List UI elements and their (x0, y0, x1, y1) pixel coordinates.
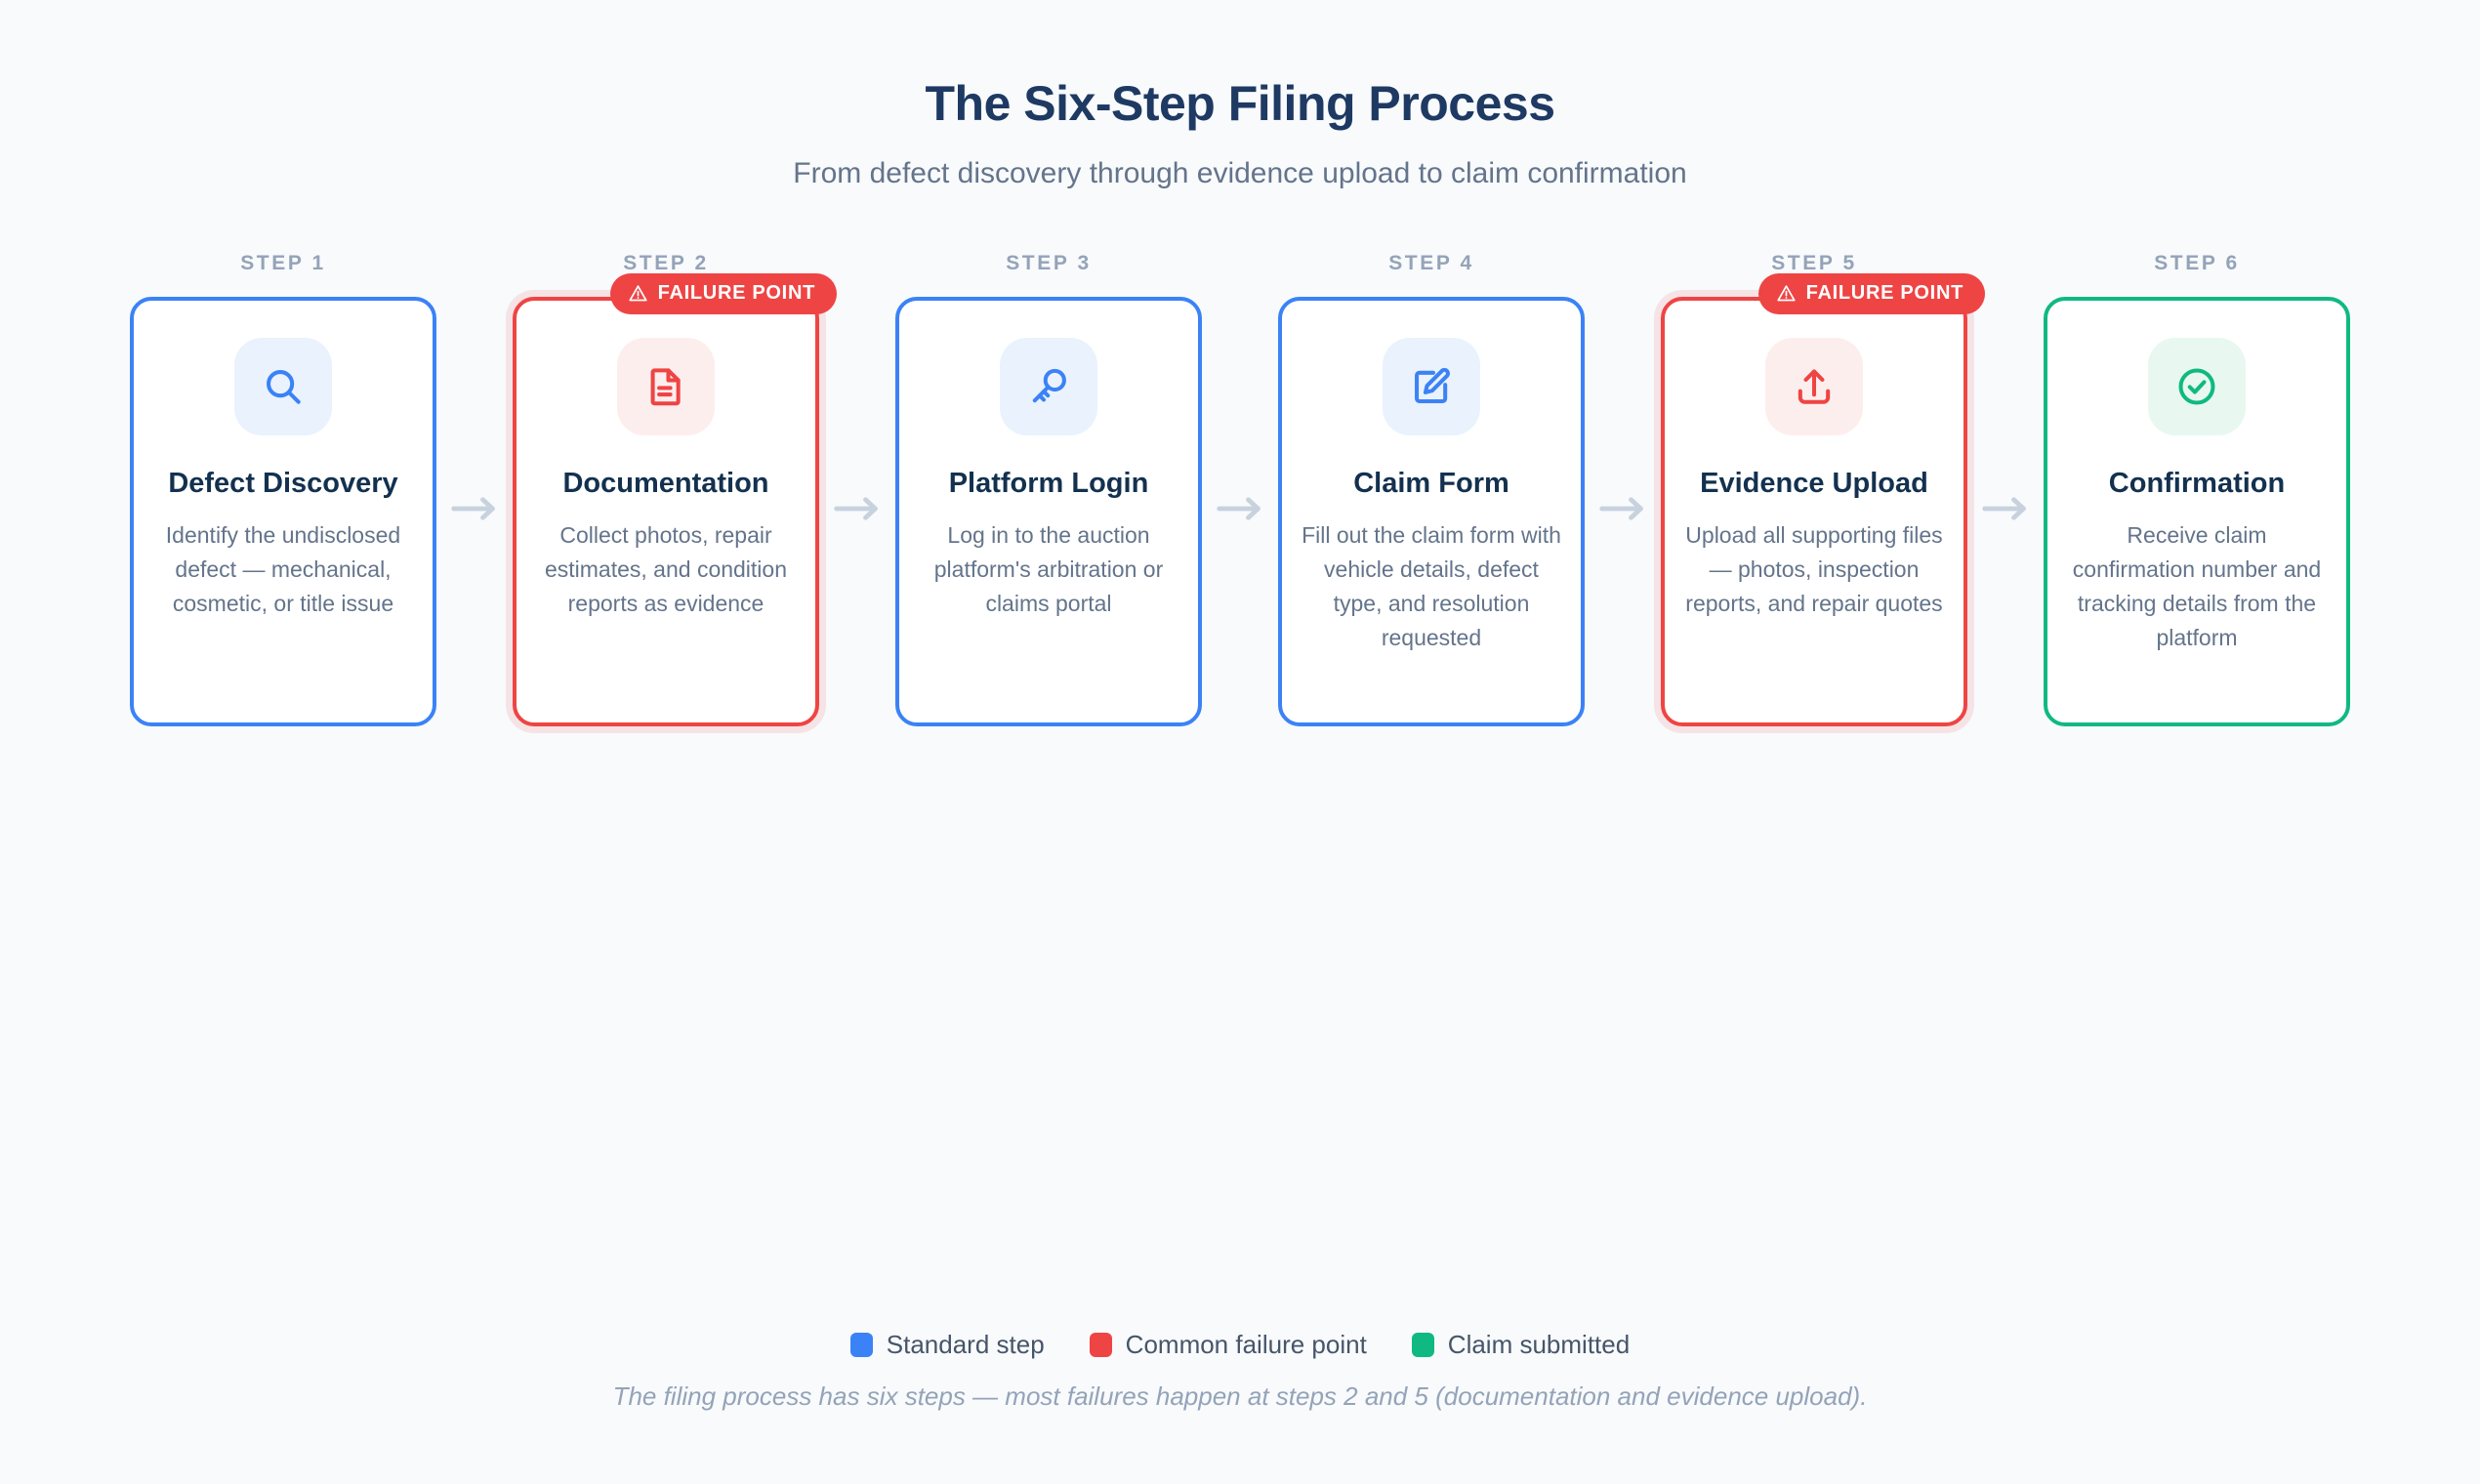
arrow-right-icon (819, 294, 895, 723)
step-number-label: STEP 5 (1771, 252, 1857, 274)
card-title: Confirmation (2108, 468, 2286, 499)
legend: Standard step Common failure point Claim s… (0, 1330, 2480, 1360)
legend-swatch (1411, 1333, 1434, 1357)
arrow-right-icon (1967, 294, 2044, 723)
legend-label: Standard step (886, 1330, 1045, 1359)
page-subtitle: From defect discovery through evidence u… (793, 157, 1687, 189)
arrow-right-icon (1202, 294, 1278, 723)
card-description: Identify the undisclosed defect — mechan… (165, 521, 401, 616)
warning-triangle-icon (1776, 283, 1797, 304)
arrow-right-icon (436, 294, 513, 723)
card-description: Log in to the auction platform's arbitra… (933, 521, 1164, 616)
badge-label: FAILURE POINT (657, 282, 815, 304)
legend-label: Common failure point (1125, 1330, 1367, 1359)
card-description: Fill out the claim form with vehicle det… (1302, 521, 1561, 650)
page-title: The Six-Step Filing Process (925, 76, 1556, 131)
legend-item: Standard step (849, 1330, 1045, 1360)
document-icon (617, 338, 715, 435)
failure-point-badge: FAILURE POINT (609, 273, 837, 314)
check-circle-icon (2148, 338, 2246, 435)
warning-triangle-icon (628, 283, 648, 304)
card-title: Evidence Upload (1700, 468, 1928, 499)
legend-item: Claim submitted (1411, 1330, 1631, 1360)
arrow-right-icon (1585, 294, 1661, 723)
legend-item: Common failure point (1089, 1330, 1367, 1360)
step-number-label: STEP 3 (1006, 252, 1092, 274)
legend-label: Claim submitted (1447, 1330, 1631, 1359)
key-icon (1000, 338, 1097, 435)
card-description: Collect photos, repair estimates, and co… (544, 521, 788, 616)
failure-point-badge: FAILURE POINT (1757, 273, 1985, 314)
upload-icon (1765, 338, 1863, 435)
footnote: The filing process has six steps — most … (612, 1381, 1868, 1411)
legend-swatch (1089, 1333, 1112, 1357)
legend-swatch (849, 1333, 873, 1357)
card-title: Claim Form (1353, 468, 1509, 499)
card-description: Upload all supporting files — photos, in… (1685, 521, 1943, 616)
step-number-label: STEP 6 (2154, 252, 2240, 274)
card-description: Receive claim confirmation number and tr… (2072, 521, 2322, 650)
step-number-label: STEP 4 (1388, 252, 1474, 274)
badge-label: FAILURE POINT (1805, 282, 1963, 304)
card-title: Platform Login (948, 468, 1149, 499)
step-number-label: STEP 1 (240, 252, 326, 274)
search-icon (234, 338, 332, 435)
card-title: Documentation (562, 468, 769, 499)
page-header: The Six-Step Filing Process From defect … (0, 0, 2480, 191)
step-number-label: STEP 2 (623, 252, 709, 274)
card-title: Defect Discovery (168, 468, 398, 499)
edit-square-icon (1383, 338, 1480, 435)
